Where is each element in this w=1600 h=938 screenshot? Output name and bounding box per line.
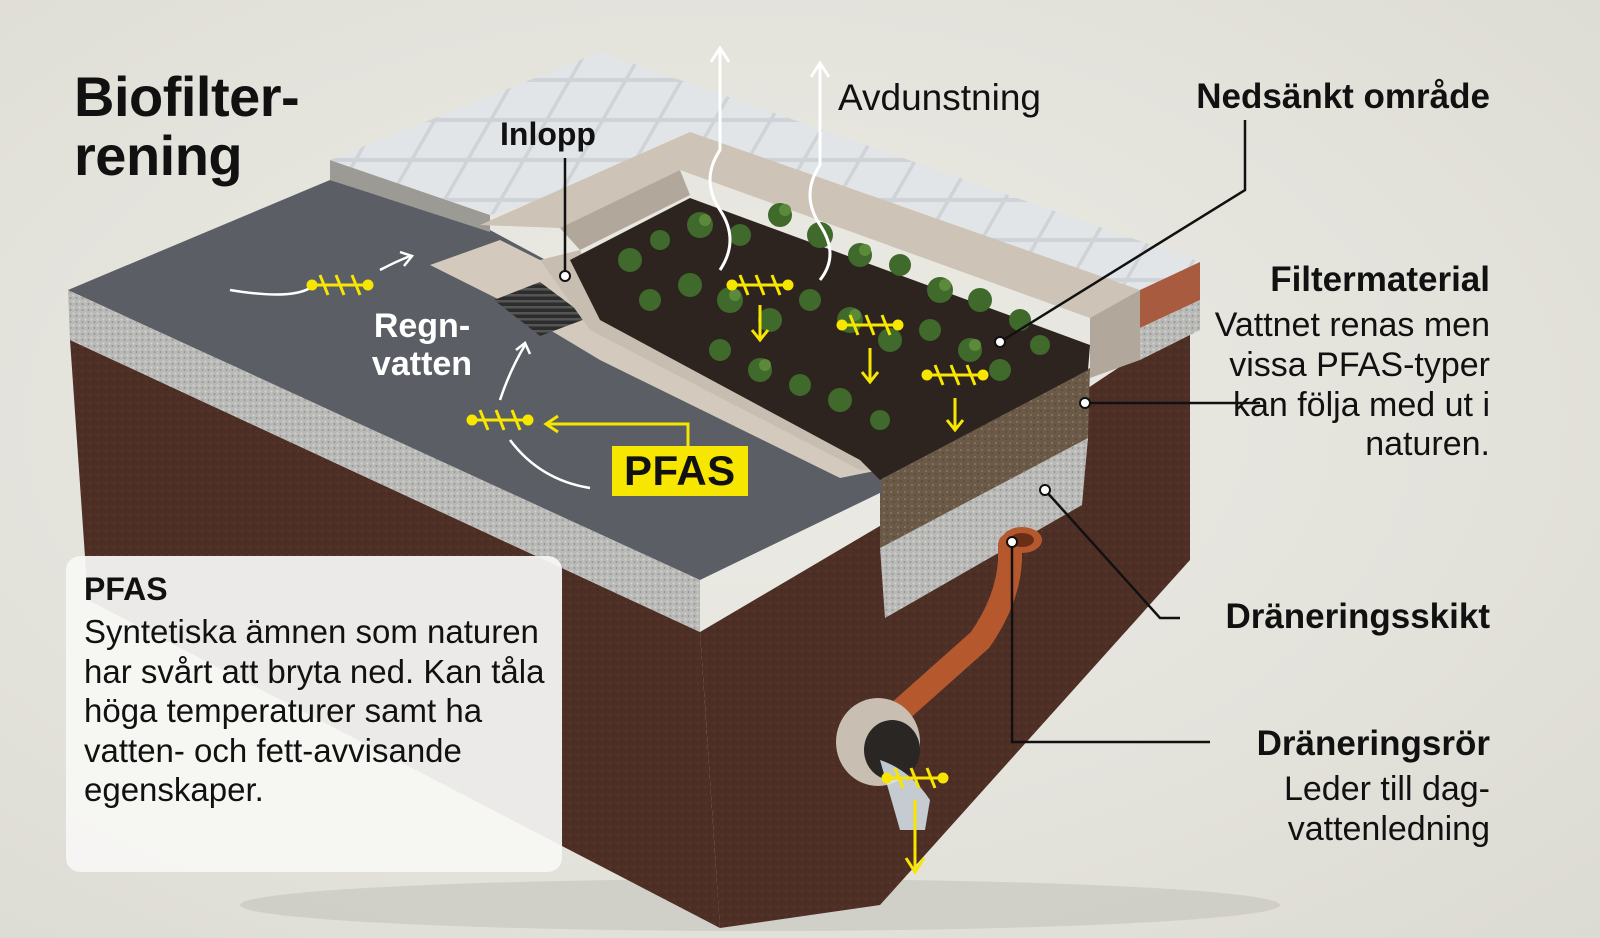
- label-inlopp: Inlopp: [500, 116, 596, 152]
- pfas-info-box: [66, 556, 562, 872]
- info-body: Syntetiska ämnen som naturen har svårt a…: [84, 613, 545, 809]
- diagram-title: Biofilter- rening: [74, 65, 300, 187]
- draneringsror-description: Leder till dag-vattenledning: [1283, 770, 1490, 848]
- rain-water-arrows: [229, 250, 591, 490]
- label-avdunstning: Avdunstning: [838, 77, 1041, 118]
- filtermaterial-description: Vattnet renas men vissa PFAS-typer kan f…: [1214, 306, 1490, 464]
- drain-grate: [494, 282, 588, 336]
- planter-rim-back: [480, 132, 1140, 318]
- leader-lines: [563, 120, 1260, 744]
- planting-bed: [570, 198, 1090, 480]
- drainage-layer: [880, 438, 1088, 618]
- filter-material-layer: [880, 368, 1090, 548]
- label-draneringsror: Dräneringsrör: [1256, 724, 1490, 763]
- pfas-flow-arrows: [543, 305, 965, 875]
- label-filtermaterial: Filtermaterial: [1270, 260, 1490, 299]
- label-nedsankt-omrade: Nedsänkt område: [1196, 77, 1490, 116]
- info-heading: PFAS: [84, 571, 168, 607]
- pfas-tag: PFAS: [612, 446, 748, 497]
- gravel-base-layer: [68, 290, 700, 632]
- label-regnvatten: Regn- vatten: [371, 307, 473, 384]
- evaporation-arrows: [708, 45, 832, 281]
- pfas-molecules: [306, 274, 989, 789]
- label-draneringsskikt: Dräneringsskikt: [1225, 597, 1490, 636]
- paving-stones: [330, 52, 1200, 290]
- drainage-pipe: [878, 533, 1022, 732]
